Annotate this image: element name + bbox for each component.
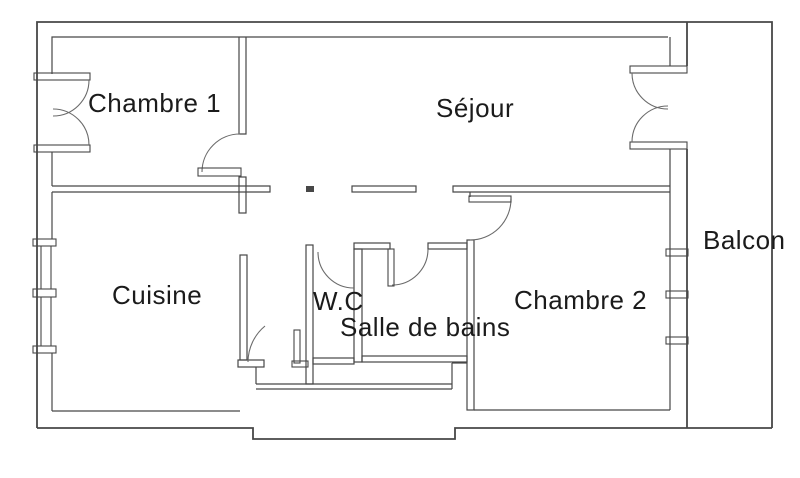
outer-wall-left-top-right <box>36 21 773 428</box>
wall-chambre1-sejour <box>238 37 247 135</box>
room-label-balcon: Balcon <box>703 225 786 255</box>
cuisine-window-icon <box>32 238 57 354</box>
wall-wc-west <box>305 244 314 385</box>
windows <box>32 65 689 354</box>
hall-wall-right <box>452 185 670 193</box>
wall-bath-top-1 <box>353 242 391 250</box>
room-label-chambre-1: Chambre 1 <box>88 88 221 118</box>
wall-cuisine-east <box>239 254 248 361</box>
inner-wall-top <box>51 36 668 74</box>
entry-door-jamb <box>237 359 265 368</box>
chambre2-door-leaf <box>468 195 512 203</box>
room-label-wc: W.C <box>313 286 364 316</box>
entry-door-swing-icon <box>247 325 266 363</box>
chambre1-door-swing-icon <box>201 133 241 173</box>
chambre1-window-icon <box>33 72 91 153</box>
hall-pier-bar <box>351 185 417 193</box>
room-label-cuisine: Cuisine <box>112 280 202 310</box>
chambre1-door-jamb <box>197 167 242 177</box>
entry-door-foot <box>291 360 309 368</box>
hall-pier-dot <box>306 186 314 192</box>
room-label-chambre-2: Chambre 2 <box>514 285 647 315</box>
room-label-salle-de-bains: Salle de bains <box>340 312 510 342</box>
doors <box>197 133 512 368</box>
wall-stub-cross <box>238 176 247 214</box>
wall-bath-top-2 <box>427 242 468 250</box>
sdb-door-swing-icon <box>391 248 429 286</box>
outer-walls <box>36 21 773 440</box>
outer-wall-bottom <box>37 427 772 440</box>
wc-door-swing-icon <box>317 251 355 289</box>
chambre2-door-swing-icon <box>469 198 512 241</box>
entry-door-leaf <box>293 329 301 364</box>
sejour-window-icon <box>629 65 688 150</box>
chambre2-window-icon <box>665 248 689 345</box>
hall-wall-left <box>52 185 271 193</box>
wall-sdb-south <box>361 355 468 363</box>
wall-wc-south <box>312 357 355 365</box>
hall-piers <box>306 185 417 193</box>
sdb-door-leaf <box>387 248 395 287</box>
room-label-sejour: Séjour <box>436 93 514 123</box>
room-labels: Chambre 1 Séjour Cuisine W.C Salle de ba… <box>88 88 786 342</box>
